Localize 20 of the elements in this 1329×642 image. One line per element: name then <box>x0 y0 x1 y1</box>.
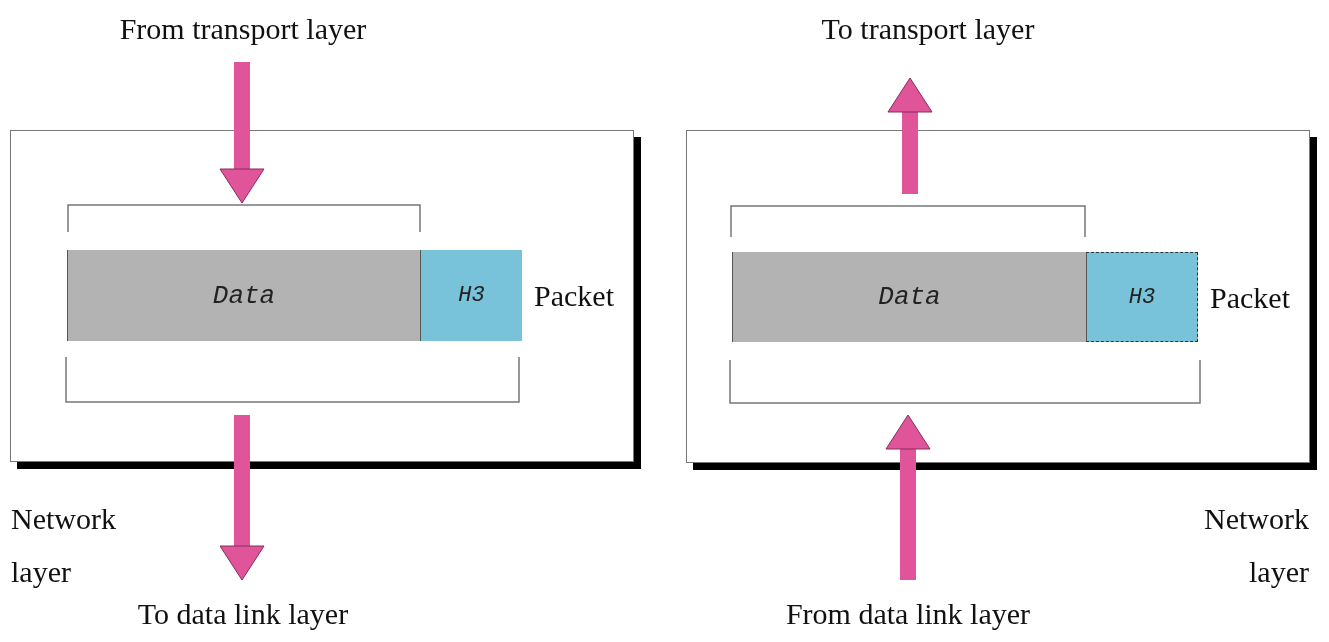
layer-label: To data link layer <box>93 597 393 642</box>
data-text: Data <box>878 282 941 312</box>
layer-name: Network layer <box>11 501 117 590</box>
packet-label: Packet <box>1210 281 1290 314</box>
layer-label: From data link layer <box>758 597 1058 642</box>
data-text: Data <box>212 280 276 311</box>
layer-label: From transport layer <box>93 12 393 60</box>
layer-label: To transport layer <box>778 12 1078 60</box>
header-field <box>420 250 522 341</box>
header-field <box>1086 252 1198 342</box>
data-field <box>732 252 1086 342</box>
header-text: H3 <box>458 283 485 308</box>
block-arrow <box>219 62 265 204</box>
header-text: H3 <box>1128 284 1156 310</box>
block-arrow <box>887 77 933 194</box>
packet-label: Packet <box>534 279 614 312</box>
data-field <box>67 250 420 341</box>
block-arrow <box>885 414 931 580</box>
block-arrow <box>219 415 265 581</box>
layer-name: Network layer <box>1203 501 1309 590</box>
